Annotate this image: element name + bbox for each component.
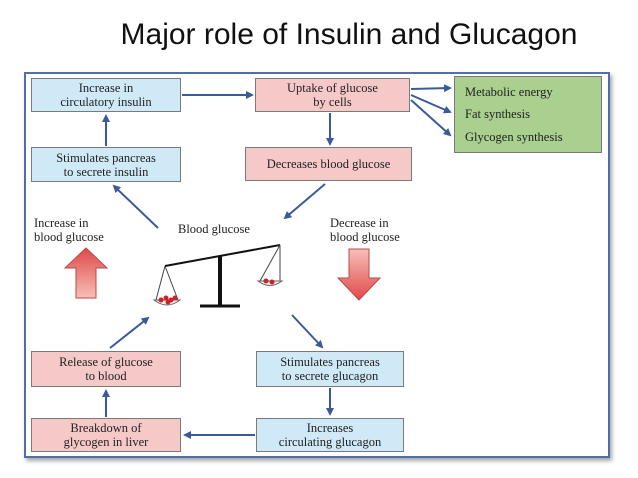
arrow-release-to-bloodglucose (109, 316, 150, 349)
increase-blood-glucose-label: Increase in blood glucose (34, 216, 104, 244)
decrease-blood-glucose-label: Decrease in blood glucose (330, 216, 400, 244)
outcome-glycogen-synthesis: Glycogen synthesis (465, 129, 563, 144)
increase-arrow-icon (63, 247, 109, 299)
stimulates-insulin-box: Stimulates pancreas to secrete insulin (31, 147, 181, 182)
arrow-bloodglucose-to-stimulate (112, 184, 159, 229)
outcomes-box: Metabolic energy Fat synthesis Glycogen … (454, 76, 602, 153)
release-glucose-box: Release of glucose to blood (31, 351, 181, 387)
outcome-fat-synthesis: Fat synthesis (465, 107, 530, 122)
arrow-uptake-to-energy (410, 84, 452, 93)
arrow-bloodglucose-to-glucagon (291, 314, 324, 349)
arrow-uptake-to-glycogen (410, 99, 452, 137)
breakdown-glycogen-box: Breakdown of glycogen in liver (31, 418, 181, 452)
arrow-uptake-to-fat (410, 94, 452, 114)
increase-circulatory-insulin-box: Increase in circulatory insulin (31, 78, 181, 112)
slide-title: Major role of Insulin and Glucagon (120, 18, 578, 51)
decreases-blood-glucose-box: Decreases blood glucose (245, 147, 412, 181)
decrease-arrow-icon (336, 248, 382, 301)
stimulates-glucagon-box: Stimulates pancreas to secrete glucagon (256, 351, 404, 387)
increases-glucagon-box: Increases circulating glucagon (256, 418, 404, 452)
balance-scale-icon (152, 244, 284, 308)
uptake-glucose-box: Uptake of glucose by cells (255, 78, 410, 112)
outcome-metabolic-energy: Metabolic energy (465, 85, 553, 100)
arrow-decrease-to-bloodglucose (283, 183, 326, 220)
blood-glucose-label: Blood glucose (178, 222, 250, 236)
